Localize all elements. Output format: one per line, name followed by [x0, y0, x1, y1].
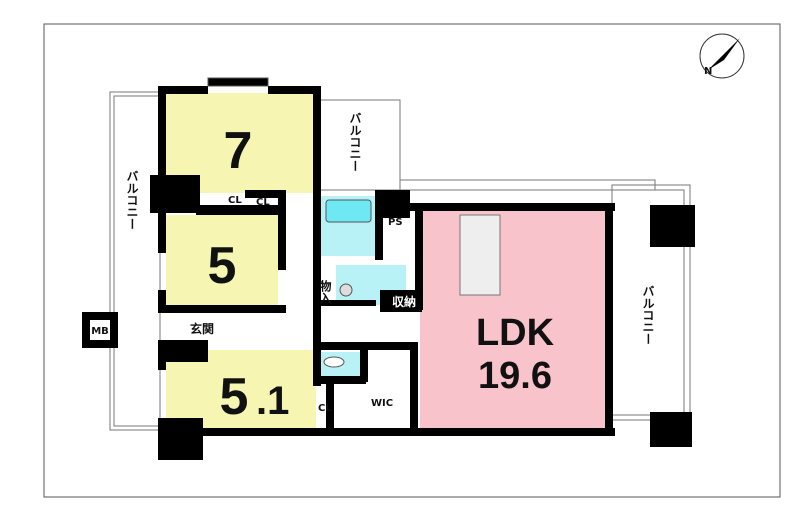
washbasin [339, 283, 353, 297]
closet-label-1: CL [228, 195, 242, 206]
ldk-label: LDK [476, 312, 555, 354]
room-5-1-main-label: 5 [220, 368, 249, 426]
mb-label: MB [91, 326, 109, 337]
entrance-label: 玄関 [190, 321, 214, 336]
toilet [323, 356, 345, 368]
ldk-size: 19.6 [478, 355, 552, 397]
storage-shuno-label: 収納 [392, 294, 416, 309]
compass: N [699, 33, 745, 79]
closet-label-2: CL [256, 197, 270, 208]
room-7-label: 7 [224, 122, 253, 180]
bathtub [325, 199, 372, 223]
balcony-top [319, 99, 656, 191]
compass-needle-icon [708, 38, 740, 70]
balcony-left [109, 91, 161, 431]
ldk-room [420, 210, 612, 430]
closet-label-3: CL [318, 403, 332, 414]
plan-frame [43, 23, 781, 498]
room-5-label: 5 [208, 237, 237, 295]
room-5-1-decimal-label: .1 [256, 379, 289, 423]
balcony-label-right: バルコニー [641, 285, 655, 345]
storage-mono-label: 物入 [318, 279, 332, 305]
balcony-label-top: バルコニー [348, 112, 362, 172]
compass-north-label: N [704, 66, 712, 77]
bedroom-5 [166, 215, 278, 305]
wic-label: WIC [371, 398, 393, 409]
compass-circle [699, 33, 745, 79]
bedroom-5-1 [166, 350, 316, 430]
ps-label: PS [388, 217, 403, 228]
walls [150, 77, 695, 460]
meter-box: MB [82, 312, 118, 348]
balcony-label-left: バルコニー [125, 170, 139, 230]
kitchen-counter [459, 214, 501, 296]
